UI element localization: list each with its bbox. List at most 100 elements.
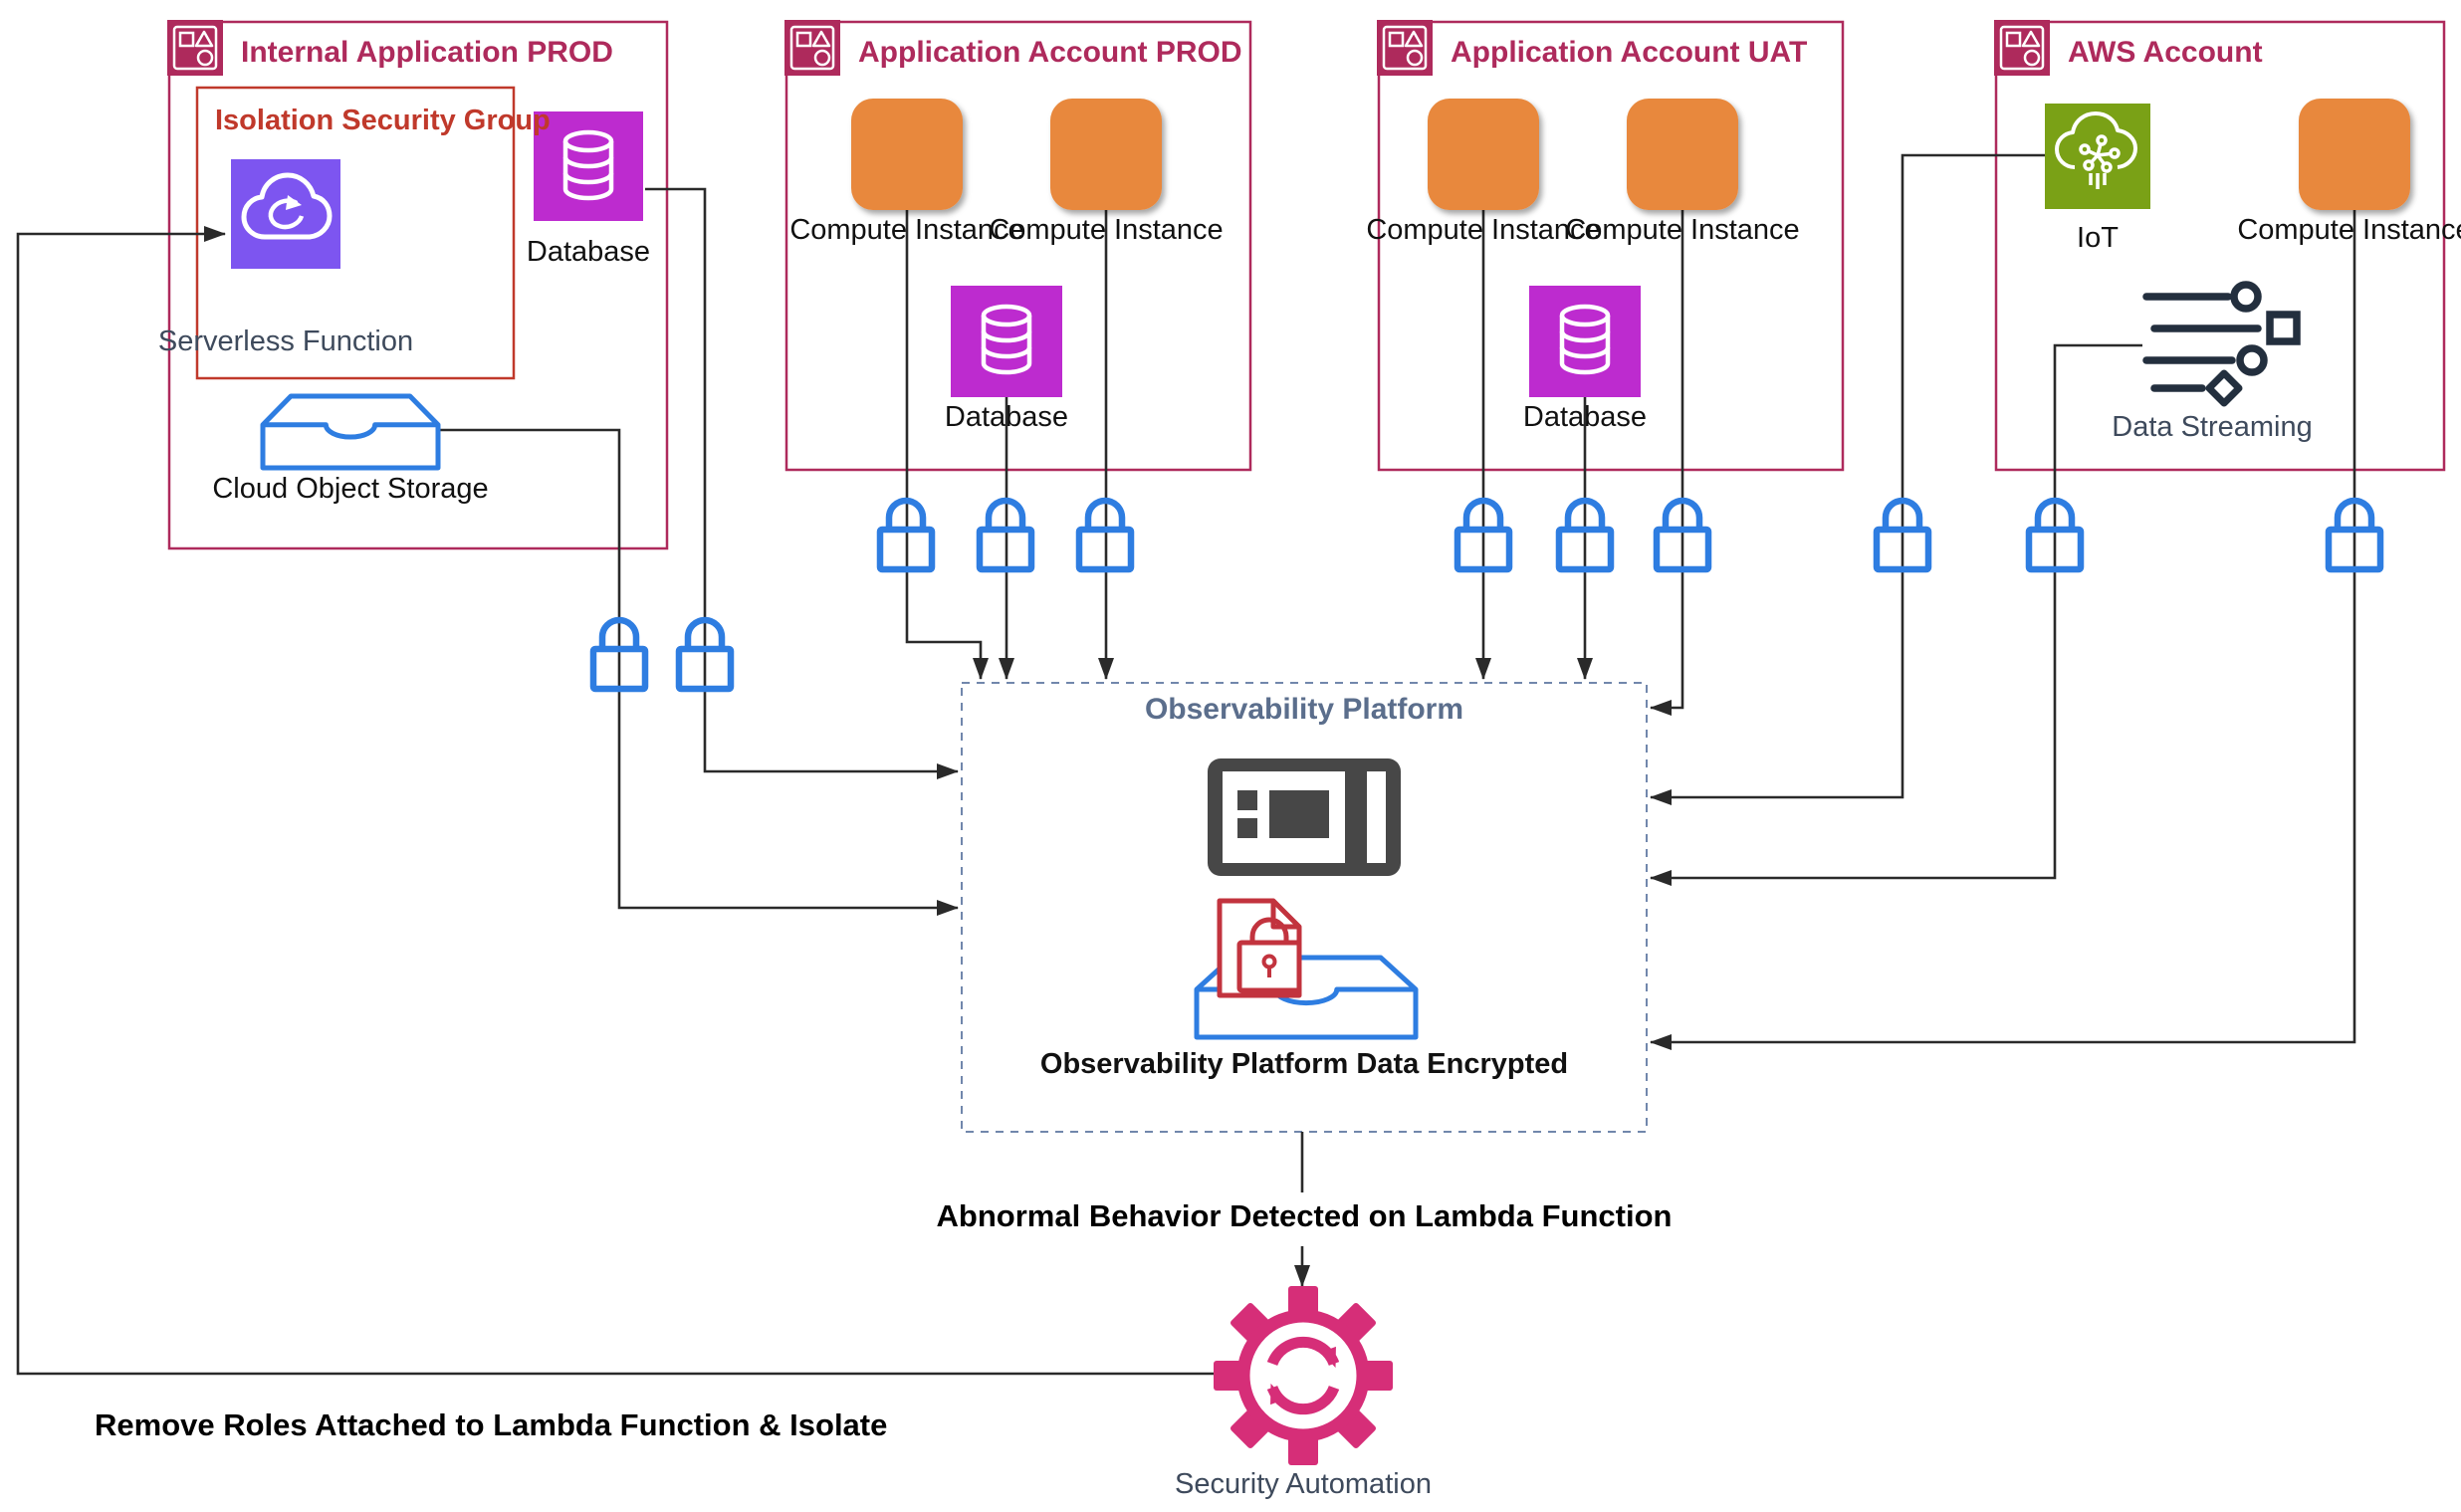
- document-fold: [1270, 901, 1299, 930]
- dashboard-sidebar: [1345, 763, 1367, 871]
- cylinder-ring: [1559, 330, 1611, 343]
- node-label: IoT: [2077, 222, 2119, 254]
- node-label: Database: [945, 401, 1068, 433]
- tray-shelf: [263, 422, 438, 440]
- node-label: Compute Instance: [1565, 214, 1799, 246]
- cylinder-sides: [1559, 316, 1611, 363]
- padlock-body: [1454, 526, 1513, 573]
- padlock-shackle: [2334, 497, 2375, 530]
- loop-arrowhead: [286, 195, 302, 210]
- compute-bg: [2299, 99, 2410, 210]
- connector-line: [645, 187, 959, 779]
- node-label: Compute Instance: [789, 214, 1023, 246]
- compute-instance-icon: [1627, 99, 1738, 210]
- padlock-icon: [1454, 497, 1513, 573]
- stream-square: [2266, 311, 2301, 345]
- container-title: Application Account PROD: [858, 36, 1242, 69]
- cylinder-ring: [981, 330, 1032, 343]
- labels-layer: Internal Application PROD Isolation Secur…: [95, 36, 2461, 1500]
- padlock-shackle: [2034, 497, 2076, 530]
- account-icon-frame: [1382, 25, 1428, 71]
- padlock-shackle: [1564, 497, 1606, 530]
- padlock-icon: [589, 616, 649, 693]
- node-label: Security Automation: [1175, 1468, 1432, 1500]
- account-icon-square: [795, 31, 812, 48]
- container-internal-application-prod: [167, 20, 669, 550]
- dashboard-tile: [1237, 790, 1257, 810]
- account-icon: [1377, 20, 1433, 76]
- connector-line: [16, 226, 1216, 1376]
- cycle-arrow: [1266, 1336, 1340, 1369]
- padlock-icon: [976, 497, 1035, 573]
- stream-circle: [2236, 344, 2268, 376]
- padlock-body: [589, 645, 649, 693]
- compute-instance-icon: [851, 99, 963, 210]
- padlock-icon: [876, 497, 936, 573]
- padlock-body: [1653, 526, 1712, 573]
- padlock-icon: [2025, 497, 2085, 573]
- node-label: Serverless Function: [158, 325, 413, 357]
- account-icon-bg: [167, 20, 223, 76]
- padlock-icon: [675, 616, 735, 693]
- node-label: Database: [1523, 401, 1647, 433]
- padlock-shackle: [885, 497, 927, 530]
- container-title: AWS Account: [2068, 36, 2263, 69]
- padlock-body: [1555, 526, 1615, 573]
- account-icon-circle: [2023, 49, 2041, 67]
- padlock-body: [2025, 526, 2085, 573]
- account-icon: [1994, 20, 2050, 76]
- compute-instance-icon: [1050, 99, 1162, 210]
- gear-tooth: [1288, 1286, 1318, 1316]
- container-border: [1994, 20, 2446, 472]
- connector-line: [1650, 153, 2045, 805]
- connectors-layer: [16, 153, 2356, 1376]
- padlock-shackle: [1084, 497, 1126, 530]
- connector-line: [905, 210, 989, 680]
- padlock-shackle: [1882, 497, 1923, 530]
- cylinder-ring: [562, 172, 614, 185]
- gear-tooth: [1363, 1361, 1393, 1391]
- padlock-icon: [1075, 497, 1135, 573]
- connector-line: [1650, 343, 2142, 886]
- compute-bg: [851, 99, 963, 210]
- node-label: Observability Platform Data Encrypted: [1040, 1048, 1568, 1080]
- padlock-shackle: [1662, 497, 1703, 530]
- account-icon-triangle: [2021, 30, 2041, 48]
- account-icon-square: [178, 31, 195, 48]
- cylinder-ring: [1559, 346, 1611, 359]
- database-icon: [1529, 286, 1641, 397]
- padlock-body: [976, 526, 1035, 573]
- cylinder-sides: [562, 141, 614, 189]
- iot-circuit-node: [2101, 161, 2113, 173]
- container-application-account-prod: [784, 20, 1252, 472]
- container-border: [784, 20, 1252, 472]
- nodes-layer: [231, 99, 2410, 1465]
- padlock-icon: [1653, 497, 1712, 573]
- loop-arrow: [268, 198, 305, 230]
- account-icon-triangle: [811, 30, 831, 48]
- container-title: Application Account UAT: [1451, 36, 1807, 69]
- padlock-icon: [1873, 497, 1932, 573]
- compute-bg: [1428, 99, 1539, 210]
- locks-layer: [589, 497, 2384, 693]
- compute-instance-icon: [2299, 99, 2410, 210]
- account-icon-bg: [1377, 20, 1433, 76]
- iot-circuit-node: [2079, 143, 2091, 155]
- dashboard-panel: [1269, 790, 1329, 838]
- iot-circuit-pins: [2089, 173, 2107, 189]
- serverless-function-icon: [231, 159, 340, 269]
- padlock-body: [876, 526, 936, 573]
- dashboard-icon: [1208, 758, 1401, 876]
- padlock-body: [1873, 526, 1932, 573]
- node-label: Compute Instance: [989, 214, 1223, 246]
- padlock-body: [2325, 526, 2384, 573]
- gear-tooth: [1214, 1361, 1243, 1391]
- container-title: Internal Application PROD: [241, 36, 613, 69]
- container-title: Isolation Security Group: [215, 105, 551, 136]
- cylinder-sides: [981, 316, 1032, 363]
- cylinder-ring: [1559, 362, 1611, 375]
- account-icon-frame: [789, 25, 835, 71]
- annotation-text: Remove Roles Attached to Lambda Function…: [95, 1407, 887, 1442]
- padlock-body: [1075, 526, 1135, 573]
